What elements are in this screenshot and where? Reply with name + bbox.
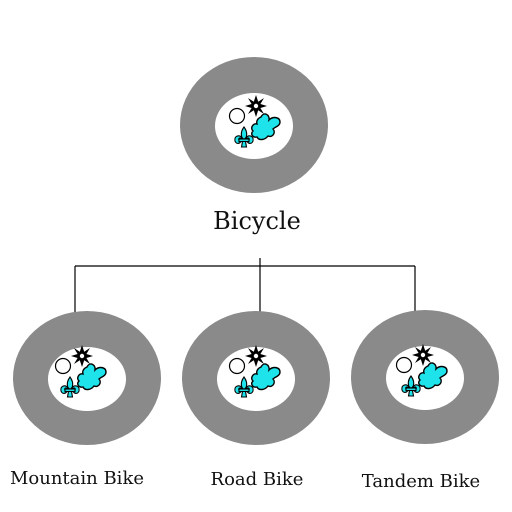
node-mountain-bike [13,311,161,445]
root-label: Bicycle [213,207,301,235]
node-bicycle [180,57,328,193]
node-tandem-bike [351,310,499,444]
node-road-bike [182,311,330,445]
child-label-tandem: Tandem Bike [362,471,480,492]
child-label-mountain: Mountain Bike [10,468,144,489]
child-label-road: Road Bike [211,469,304,490]
connectors [74,258,416,313]
